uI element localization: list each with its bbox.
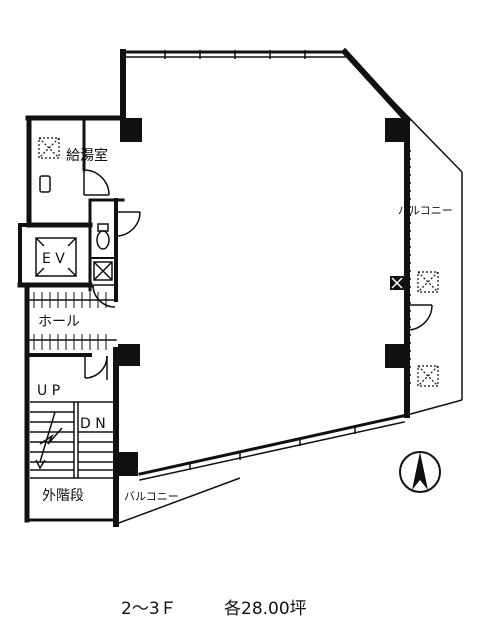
marker-solid xyxy=(391,277,403,289)
label-dn: D N xyxy=(80,416,106,432)
label-outer-stairs: 外階段 xyxy=(42,488,84,504)
label-ev: E V xyxy=(42,251,65,267)
hall-hatching xyxy=(33,292,107,350)
north-arrow-icon xyxy=(399,451,441,493)
toilet-icon xyxy=(96,223,110,250)
label-up: U P xyxy=(37,383,60,399)
pipe-shaft xyxy=(93,261,113,281)
floor-area: 各28.00坪 xyxy=(224,599,307,619)
elevator-icon xyxy=(35,237,77,277)
main-walls xyxy=(113,47,412,527)
outer-stairs-drawing xyxy=(30,401,116,479)
doors xyxy=(83,169,433,380)
label-balcony-right: バルコニー xyxy=(398,204,453,217)
window-marks-top xyxy=(164,50,306,59)
label-hall: ホール xyxy=(38,314,80,330)
window-marks-bottom xyxy=(189,426,356,470)
label-balcony-bottom: バルコニー xyxy=(124,490,179,503)
sink-icon xyxy=(39,175,51,193)
aircon-markers xyxy=(38,137,439,387)
right-balcony-outline xyxy=(344,51,463,416)
floor-range: 2～3Ｆ xyxy=(121,599,177,619)
columns xyxy=(116,118,409,476)
label-kitchenette: 給湯室 xyxy=(66,147,108,164)
